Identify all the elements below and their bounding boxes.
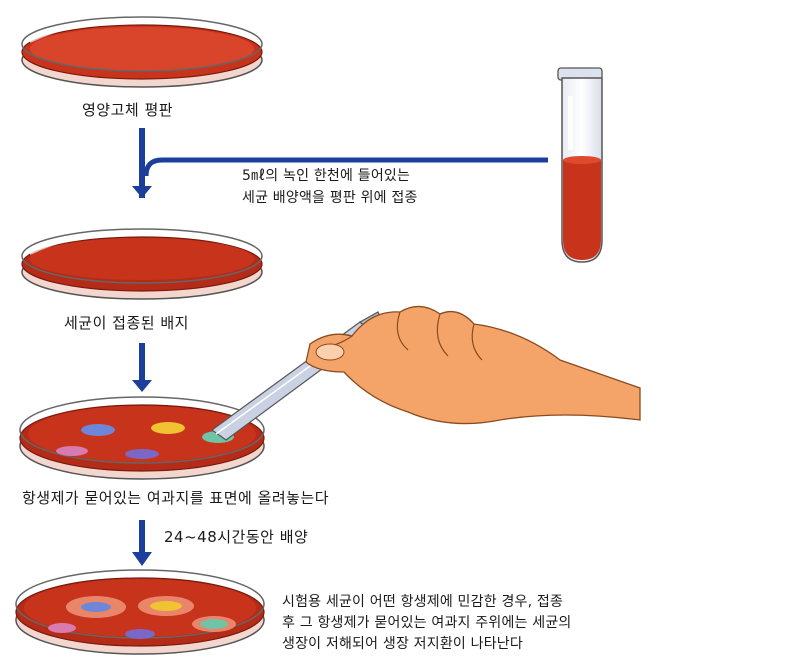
filter-disc xyxy=(150,601,182,611)
filter-disc xyxy=(200,619,228,629)
filter-disc xyxy=(81,602,111,612)
filter-disc xyxy=(56,446,88,456)
label-inoculate-line1: 5㎖의 녹인 한천에 들어있는 xyxy=(242,166,410,186)
label-inoculate-line2: 세균 배양액을 평판 위에 접종 xyxy=(242,188,418,208)
label-incubate: 24~48시간동안 배양 xyxy=(164,527,308,547)
arrow-incubate xyxy=(132,520,152,566)
petri-dish-nutrient xyxy=(22,17,262,87)
petri-dish-inhibition-zones xyxy=(16,570,264,654)
label-result-line2: 후 그 항생제가 묻어있는 여과지 주위에는 세균의 xyxy=(282,613,572,633)
filter-disc xyxy=(125,449,159,459)
test-tube xyxy=(558,68,602,262)
petri-dish-inoculated xyxy=(22,229,262,299)
filter-disc xyxy=(151,422,185,434)
arrow-place-discs xyxy=(132,343,152,392)
label-result-line3: 생장이 저해되어 생장 저지환이 나타난다 xyxy=(282,634,523,654)
label-result-line1: 시험용 세균이 어떤 항생제에 민감한 경우, 접종 xyxy=(282,592,563,612)
label-place-discs: 항생제가 묻어있는 여과지를 표면에 올려놓는다 xyxy=(22,488,329,508)
label-inoculated-plate: 세균이 접종된 배지 xyxy=(64,313,189,333)
label-nutrient-plate: 영양고체 평판 xyxy=(82,100,173,120)
filter-disc xyxy=(81,424,115,436)
filter-disc xyxy=(48,623,76,633)
filter-disc xyxy=(125,629,155,639)
hand-with-forceps xyxy=(212,306,640,440)
